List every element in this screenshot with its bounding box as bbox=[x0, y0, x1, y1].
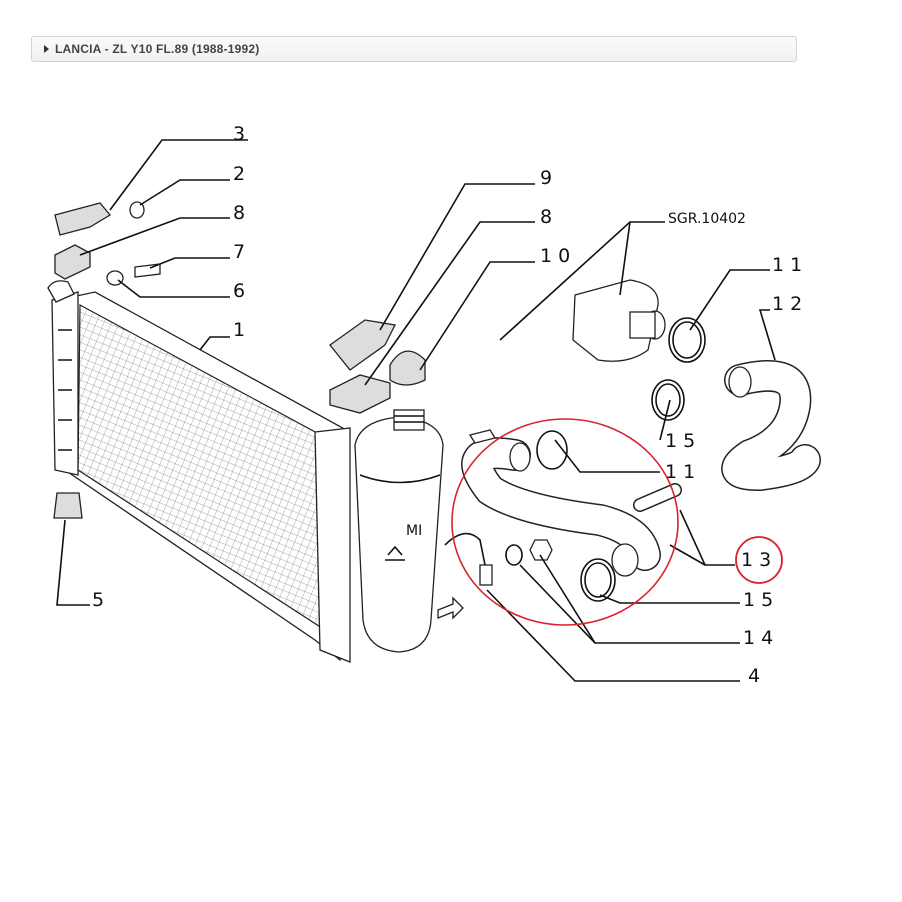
callout-15-bottom: 1 5 bbox=[743, 589, 773, 611]
callout-12: 1 2 bbox=[772, 293, 802, 315]
radiator bbox=[47, 280, 351, 663]
callout-14: 1 4 bbox=[743, 627, 773, 649]
breadcrumb-label: LANCIA - ZL Y10 FL.89 (1988-1992) bbox=[55, 42, 260, 56]
callout-2: 2 bbox=[233, 163, 245, 185]
tank-marking: MI bbox=[406, 523, 422, 539]
callout-7: 7 bbox=[233, 241, 245, 263]
callout-9: 9 bbox=[540, 167, 552, 189]
hose-12 bbox=[721, 359, 821, 492]
upper-hose bbox=[452, 323, 622, 440]
callout-11-bottom: 1 1 bbox=[665, 461, 695, 483]
callout-8-right: 8 bbox=[540, 206, 552, 228]
breadcrumb-arrow-icon bbox=[44, 45, 49, 53]
callout-10: 1 0 bbox=[540, 245, 570, 267]
callout-1: 1 bbox=[233, 319, 245, 341]
expansion-tank: MI bbox=[354, 409, 444, 653]
callout-13: 1 3 bbox=[741, 549, 771, 571]
thermostat-housing bbox=[572, 279, 666, 362]
small-parts bbox=[53, 201, 553, 620]
clamps bbox=[536, 317, 706, 602]
callout-8-left: 8 bbox=[233, 202, 245, 224]
callout-6: 6 bbox=[233, 280, 245, 302]
leader-lines bbox=[56, 139, 776, 682]
hose-13 bbox=[461, 437, 682, 577]
breadcrumb[interactable]: LANCIA - ZL Y10 FL.89 (1988-1992) bbox=[31, 36, 797, 62]
callout-4: 4 bbox=[748, 665, 760, 687]
callout-3: 3 bbox=[233, 123, 245, 145]
highlight-ellipse bbox=[451, 418, 679, 626]
highlight-circle-13 bbox=[735, 536, 783, 584]
callout-15-top: 1 5 bbox=[665, 430, 695, 452]
callout-11-top: 1 1 bbox=[772, 254, 802, 276]
callout-5: 5 bbox=[92, 589, 104, 611]
reference-code: SGR.10402 bbox=[668, 211, 746, 227]
